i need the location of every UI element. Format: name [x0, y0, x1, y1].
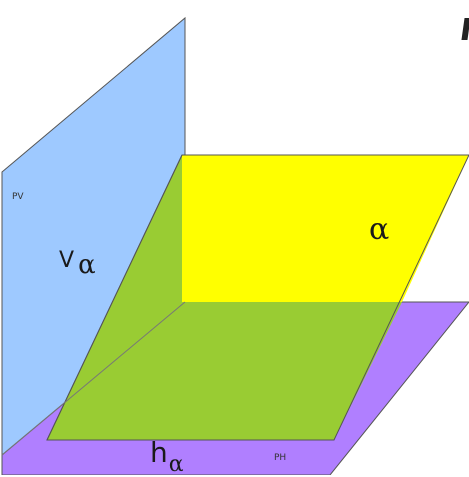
plane-alpha-upper-region [182, 155, 469, 302]
plane-alpha-label: α [369, 212, 390, 247]
h-trace-subscript: α [168, 452, 184, 477]
v-trace-label: V α [59, 246, 96, 279]
v-trace-letter: V [59, 248, 75, 273]
ph-label: PH [274, 453, 287, 463]
v-trace-line [46, 154, 183, 441]
pv-label: PV [12, 192, 24, 202]
projection-axis [1, 301, 186, 456]
h-trace-letter: h [150, 436, 168, 469]
v-trace-subscript: α [78, 250, 96, 280]
plane-alpha-lower-region [47, 155, 402, 440]
h-trace-label: h α [150, 436, 184, 476]
